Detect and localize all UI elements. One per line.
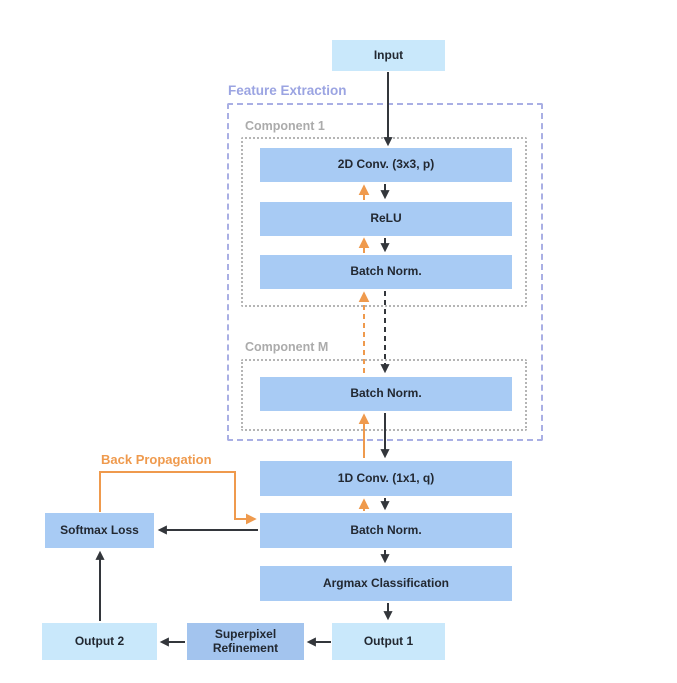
component-m-label: Component M [245,340,329,354]
node-output-1: Output 1 [332,623,445,660]
node-output-2: Output 2 [42,623,157,660]
node-1d-conv: 1D Conv. (1x1, q) [260,461,512,496]
feature-extraction-label: Feature Extraction [228,83,347,98]
node-input: Input [332,40,445,71]
node-softmax-loss: Softmax Loss [45,513,154,548]
node-batch-norm-2: Batch Norm. [260,513,512,548]
node-batch-norm-1: Batch Norm. [260,255,512,289]
node-superpixel-refinement: Superpixel Refinement [187,623,304,660]
node-2d-conv: 2D Conv. (3x3, p) [260,148,512,182]
node-relu: ReLU [260,202,512,236]
backprop-path-softmax-to-batchnorm2 [99,471,257,525]
node-argmax-classification: Argmax Classification [260,566,512,601]
back-propagation-label: Back Propagation [101,452,212,467]
component-1-label: Component 1 [245,119,325,133]
node-batch-norm-m: Batch Norm. [260,377,512,411]
